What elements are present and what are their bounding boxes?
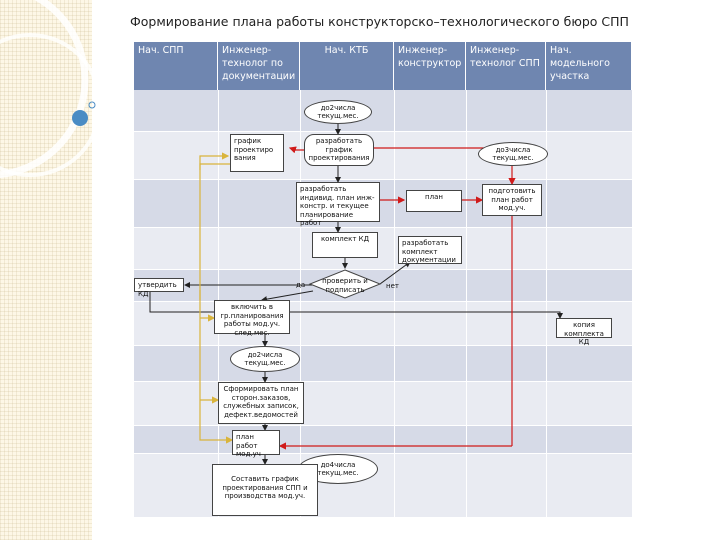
decision-diamond (308, 269, 382, 299)
node-sostavit-grafik: Составить график проектирования СПП и пр… (212, 464, 318, 516)
node-razrabotat-individ: разработать индивид. план инж-констр. и … (296, 182, 380, 227)
node-kopiya-komplekta-kd: копия комплекта КД (556, 318, 612, 346)
connector-black (379, 261, 411, 285)
decorative-arcs (0, 0, 102, 178)
column-divider (300, 90, 301, 518)
node-do2-mid: до2числа текущ.мес. (230, 346, 300, 372)
node-sformirovat-plan: Сформировать план сторон.заказов, служеб… (218, 382, 304, 424)
grid-row (134, 270, 632, 302)
node-komplekt-kd-doc: комплект КД (312, 232, 378, 258)
column-divider (546, 90, 547, 518)
node-do2-top: до2числа текущ.мес. (304, 100, 372, 124)
column-header-engineer-tech-docs: Инженер-технолог по документации (218, 42, 300, 90)
column-divider (466, 90, 467, 518)
connector-yellow (199, 290, 234, 444)
node-plan-doc: план (406, 190, 462, 212)
grid-row (134, 382, 632, 426)
node-do3: до3числа текущ.мес. (478, 142, 548, 166)
connector-red (288, 146, 304, 154)
node-plan-rabot-doc: план работ мод.уч (232, 430, 280, 458)
column-header-nach-spp: Нач. СПП (134, 42, 218, 90)
slide-decoration-panel (0, 0, 102, 540)
node-razrabotat-grafik: разработать график проектирования (304, 134, 374, 166)
decorative-dot-small (88, 101, 96, 109)
grid-row (134, 346, 632, 382)
page-title: Формирование плана работы конструкторско… (130, 14, 629, 29)
decorative-dot-large (72, 110, 88, 126)
node-proverit: проверить и подписать (322, 277, 368, 294)
grid-row (134, 180, 632, 228)
connector-black (261, 290, 314, 303)
node-vklyuchit: включить в гр.планирования работы мод.уч… (214, 300, 290, 337)
column-header-engineer-tech-spp: Инженер-технолог СПП (466, 42, 546, 90)
connector-yellow (199, 152, 230, 170)
connector-black (149, 292, 563, 319)
node-podgotovit-plan: подготовить план работ мод.уч. (482, 184, 542, 216)
column-header-nach-model-section: Нач. модельного участка (546, 42, 632, 90)
label-da: да (296, 281, 306, 289)
node-grafik-proektirovaniya-doc: график проектиро вания (230, 134, 284, 172)
column-header-engineer-designer: Инженер-конструктор (394, 42, 466, 90)
node-utverdit-kd: утвердить КД (134, 278, 184, 298)
grid-row (134, 228, 632, 270)
node-razrabotat-komplekt: разработать комплект документации (398, 236, 462, 264)
column-header-nach-ktb: Нач. КТБ (300, 42, 394, 90)
label-net: нет (386, 282, 399, 290)
grid-row (134, 90, 632, 132)
connector-yellow (199, 163, 238, 300)
column-divider (394, 90, 395, 518)
